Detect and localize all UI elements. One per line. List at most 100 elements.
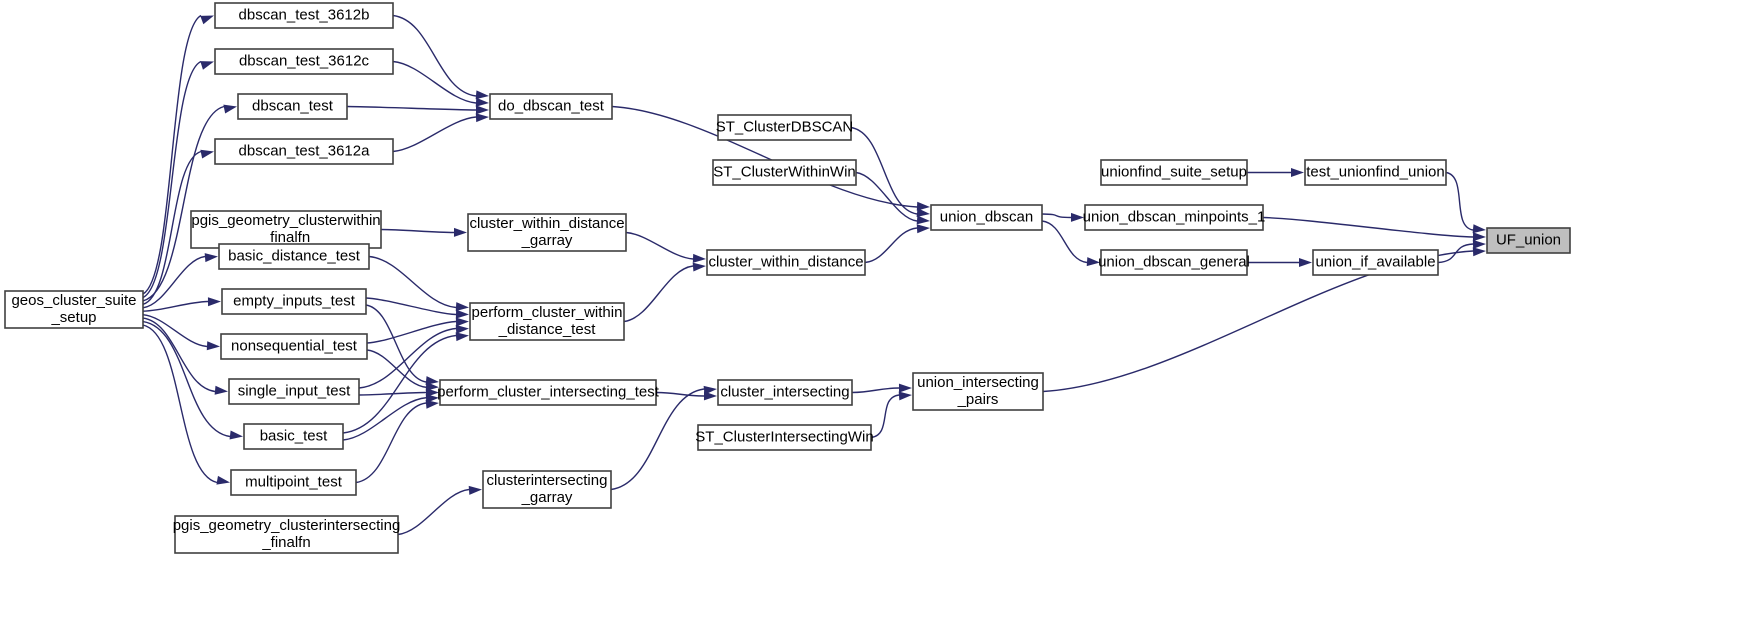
node-cluster_intersecting[interactable]: cluster_intersecting [717,379,853,406]
edge-geos_cluster_suite_setup-to-basic_distance_test [142,255,206,309]
edge-arrowhead [200,149,214,159]
node-box-union_dbscan_general[interactable] [1100,249,1248,276]
node-box-union_dbscan_minpoints_1[interactable] [1084,204,1264,231]
node-box-multipoint_test[interactable] [230,469,357,496]
node-ST_ClusterIntersectingWin[interactable]: ST_ClusterIntersectingWin [695,424,874,451]
edge-geos_cluster_suite_setup-to-dbscan_test_3612c [142,60,202,299]
node-box-pgis_geometry_clusterwithin_finalfn[interactable] [190,210,382,249]
node-UF_union[interactable]: UF_union [1486,227,1571,254]
edge-arrowhead [200,61,214,70]
edge-arrowhead [453,227,467,237]
node-clusterintersecting_garray[interactable]: clusterintersecting_garray [482,470,612,509]
node-do_dbscan_test[interactable]: do_dbscan_test [489,93,613,120]
edge-geos_cluster_suite_setup-to-nonsequential_test [142,313,208,348]
node-box-ST_ClusterDBSCAN[interactable] [717,114,852,141]
edge-arrowhead [425,388,439,398]
node-box-union_dbscan[interactable] [930,204,1043,231]
edge-dbscan_test_3612a-to-do_dbscan_test [392,116,477,153]
edge-empty_inputs_test-to-perform_cluster_intersecting_test [365,304,427,383]
edge-geos_cluster_suite_setup-to-basic_test [142,320,231,438]
edges-layer [142,14,1486,536]
node-box-cluster_intersecting[interactable] [717,379,853,406]
edge-arrowhead [475,105,489,115]
edge-arrowhead [455,332,469,342]
node-box-dbscan_test[interactable] [237,93,348,120]
edge-cluster_within_distance-to-union_dbscan [864,227,918,264]
node-unionfind_suite_setup[interactable]: unionfind_suite_setup [1100,159,1248,186]
node-box-ST_ClusterWithinWin[interactable] [712,159,857,186]
edge-geos_cluster_suite_setup-to-single_input_test [142,317,216,393]
node-box-test_unionfind_union[interactable] [1304,159,1447,186]
edge-arrowhead [455,309,469,319]
node-box-cluster_within_distance_garray[interactable] [467,213,627,252]
node-box-pgis_geometry_clusterintersecting_finalfn[interactable] [174,515,399,554]
node-box-UF_union[interactable] [1486,227,1571,254]
edge-arrowhead [475,97,489,107]
node-multipoint_test[interactable]: multipoint_test [230,469,357,496]
node-box-dbscan_test_3612a[interactable] [214,138,394,165]
edge-arrowhead [1472,224,1486,234]
node-union_dbscan_general[interactable]: union_dbscan_general [1098,249,1250,276]
node-box-unionfind_suite_setup[interactable] [1100,159,1248,186]
node-cluster_within_distance_garray[interactable]: cluster_within_distance_garray [467,213,627,252]
edge-arrowhead [425,399,439,409]
edge-dbscan_test_3612b-to-do_dbscan_test [392,14,477,97]
node-ST_ClusterDBSCAN[interactable]: ST_ClusterDBSCAN [716,114,854,141]
edge-arrowhead [425,376,439,386]
node-box-union_intersecting_pairs[interactable] [912,372,1044,411]
node-geos_cluster_suite_setup[interactable]: geos_cluster_suite_setup [4,290,144,329]
node-box-nonsequential_test[interactable] [220,333,368,360]
edge-arrowhead [692,253,706,263]
edge-basic_test-to-perform_cluster_within_distance_test [342,334,457,434]
node-box-geos_cluster_suite_setup[interactable] [4,290,144,329]
edge-arrowhead [1070,212,1084,222]
node-empty_inputs_test[interactable]: empty_inputs_test [221,288,367,315]
node-test_unionfind_union[interactable]: test_unionfind_union [1304,159,1447,186]
node-box-cluster_within_distance[interactable] [706,249,866,276]
node-dbscan_test_3612c[interactable]: dbscan_test_3612c [214,48,394,75]
edge-perform_cluster_intersecting_test-to-cluster_intersecting [655,391,705,397]
node-union_dbscan[interactable]: union_dbscan [930,204,1043,231]
edge-arrowhead [455,317,469,327]
node-box-dbscan_test_3612c[interactable] [214,48,394,75]
node-union_dbscan_minpoints_1[interactable]: union_dbscan_minpoints_1 [1083,204,1266,231]
node-cluster_within_distance[interactable]: cluster_within_distance [706,249,866,276]
node-ST_ClusterWithinWin[interactable]: ST_ClusterWithinWin [712,159,857,186]
node-box-empty_inputs_test[interactable] [221,288,367,315]
node-box-basic_distance_test[interactable] [218,243,370,270]
node-union_intersecting_pairs[interactable]: union_intersecting_pairs [912,372,1044,411]
node-box-clusterintersecting_garray[interactable] [482,470,612,509]
node-single_input_test[interactable]: single_input_test [228,378,360,405]
node-box-dbscan_test_3612b[interactable] [214,2,394,29]
edge-arrowhead [898,391,912,401]
edge-arrowhead [206,341,220,351]
node-box-ST_ClusterIntersectingWin[interactable] [697,424,872,451]
node-dbscan_test_3612b[interactable]: dbscan_test_3612b [214,2,394,29]
edge-union_dbscan_minpoints_1-to-UF_union [1262,216,1474,238]
node-box-basic_test[interactable] [243,423,344,450]
edge-ST_ClusterDBSCAN-to-union_dbscan [850,126,918,215]
node-perform_cluster_within_distance_test[interactable]: perform_cluster_within_distance_test [469,302,625,341]
node-nonsequential_test[interactable]: nonsequential_test [220,333,368,360]
edge-test_unionfind_union-to-UF_union [1445,171,1474,231]
node-dbscan_test[interactable]: dbscan_test [237,93,348,120]
node-pgis_geometry_clusterwithin_finalfn[interactable]: pgis_geometry_clusterwithin_finalfn [190,210,382,249]
node-box-union_if_available[interactable] [1312,249,1439,276]
edge-arrowhead [692,262,706,272]
node-dbscan_test_3612a[interactable]: dbscan_test_3612a [214,138,394,165]
node-union_if_available[interactable]: union_if_available [1312,249,1439,276]
nodes-layer: geos_cluster_suite_setup dbscan_test_3612… [4,2,1571,554]
node-box-perform_cluster_within_distance_test[interactable] [469,302,625,341]
node-perform_cluster_intersecting_test[interactable]: perform_cluster_intersecting_test [437,379,660,406]
node-basic_distance_test[interactable]: basic_distance_test [218,243,370,270]
node-box-single_input_test[interactable] [228,378,360,405]
node-basic_test[interactable]: basic_test [243,423,344,450]
edge-arrowhead [229,430,243,440]
edge-arrowhead [425,381,439,391]
node-box-perform_cluster_intersecting_test[interactable] [439,379,657,406]
edge-geos_cluster_suite_setup-to-multipoint_test [142,324,218,484]
node-pgis_geometry_clusterintersecting_finalfn[interactable]: pgis_geometry_clusterintersecting_finalf… [173,515,401,554]
edge-arrowhead [214,385,228,395]
node-box-do_dbscan_test[interactable] [489,93,613,120]
